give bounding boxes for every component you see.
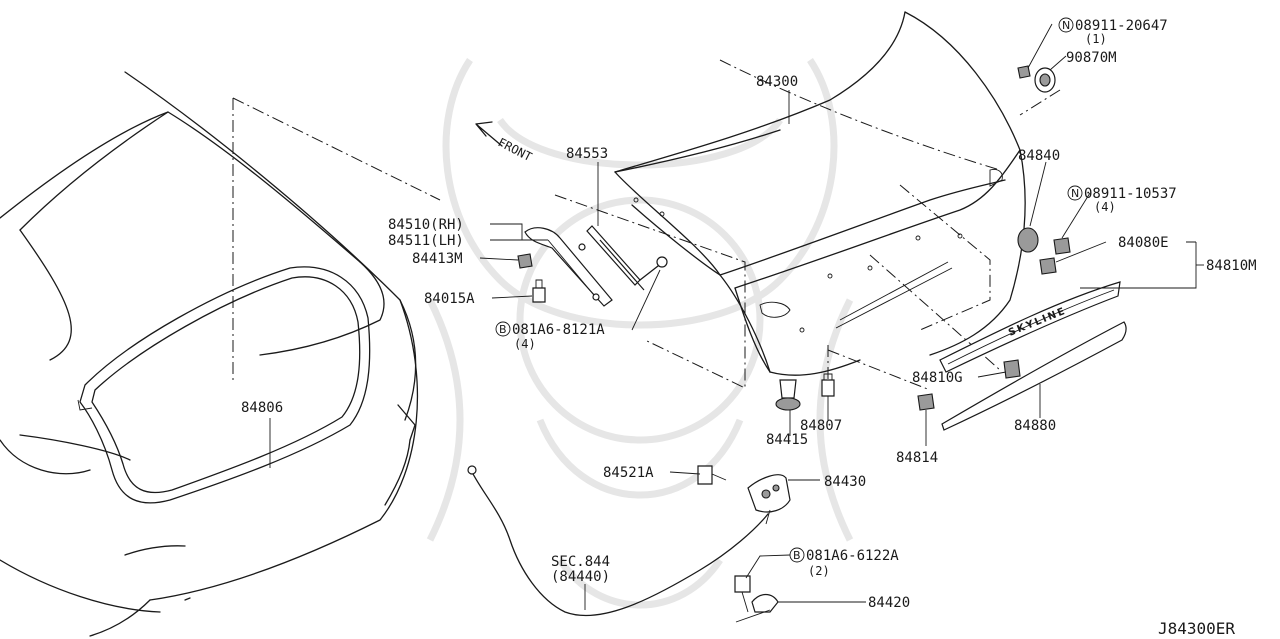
callout-84413M: 84413M	[412, 251, 463, 267]
trunk-lid-panel	[614, 11, 1026, 376]
callout-sec844-ref: (84440)	[551, 569, 610, 585]
nut-badge-2: N	[1071, 187, 1079, 200]
callout-08911-10537: N 08911-10537 (4)	[1067, 185, 1177, 214]
callout-84807: 84807	[800, 418, 842, 434]
trunk-striker	[735, 593, 779, 623]
trunk-weatherstrip-seal	[77, 266, 371, 504]
callout-84015A: 84015A	[424, 291, 475, 307]
finisher-clip	[1003, 359, 1021, 379]
trunk-garnish-strip	[941, 321, 1127, 431]
callout-84810G: 84810G	[912, 370, 963, 386]
callout-84080E: 84080E	[1118, 235, 1169, 251]
callout-90870M: 90870M	[1066, 50, 1117, 66]
callout-081A6-8121A-qty: (4)	[514, 337, 536, 351]
callout-84814: 84814	[896, 450, 938, 466]
hinge-fasteners	[517, 253, 546, 303]
callout-84553: 84553	[566, 146, 608, 162]
diagram-code: J84300ER	[1158, 619, 1235, 638]
callout-84430: 84430	[824, 474, 866, 490]
opener-cable	[467, 465, 769, 617]
callout-84880: 84880	[1014, 418, 1056, 434]
callout-08911-20647-number: 08911-20647	[1075, 18, 1168, 34]
car-body-outline	[0, 71, 419, 637]
callout-84415: 84415	[766, 432, 808, 448]
nut-badge: N	[1062, 19, 1070, 32]
trunk-rubber-bumper	[821, 373, 835, 397]
lock-bolt	[697, 465, 727, 485]
callout-84810M: 84810M	[1206, 258, 1257, 274]
finisher-emblem: SKYLINE	[1007, 306, 1068, 339]
callout-081A6-8121A-number: 081A6-8121A	[512, 322, 605, 338]
handle-bolt	[734, 575, 751, 613]
callout-08911-20647-qty: (1)	[1085, 32, 1107, 46]
callout-84521A: 84521A	[603, 465, 654, 481]
trunk-stay-damper	[586, 225, 668, 291]
callout-081A6-6122A-qty: (2)	[808, 564, 830, 578]
callout-84510: 84510(RH)	[388, 217, 464, 233]
leader-lines	[269, 23, 1204, 610]
callout-081A6-6122A: B 081A6-6122A (2)	[789, 547, 899, 578]
bolt-badge: B	[499, 323, 507, 336]
bolt-badge-2: B	[793, 549, 801, 562]
finisher-nuts	[1039, 237, 1071, 275]
callout-84840: 84840	[1018, 148, 1060, 164]
callout-84300: 84300	[756, 74, 798, 90]
callout-081A6-6122A-number: 081A6-6122A	[806, 548, 899, 564]
callout-081A6-8121A: B 081A6-8121A (4)	[495, 321, 605, 351]
trunk-bumper-stop	[1017, 65, 1056, 93]
trunk-lid-finisher: SKYLINE	[939, 281, 1121, 373]
callout-08911-10537-number: 08911-10537	[1084, 186, 1177, 202]
callout-08911-10537-qty: (4)	[1094, 200, 1116, 214]
alignment-lines	[232, 59, 1061, 391]
garnish-clip	[917, 393, 935, 411]
trunk-room-lamp	[775, 379, 801, 411]
callout-sec844: SEC.844	[551, 554, 610, 570]
callout-08911-20647: N 08911-20647 (1)	[1058, 17, 1168, 46]
trunk-lock-assembly	[747, 474, 791, 525]
callout-84511: 84511(LH)	[388, 233, 464, 249]
callout-84420: 84420	[868, 595, 910, 611]
callout-84806: 84806	[241, 400, 283, 416]
trunk-cap-plug	[1017, 227, 1039, 253]
watermark-emblem	[426, 58, 854, 609]
